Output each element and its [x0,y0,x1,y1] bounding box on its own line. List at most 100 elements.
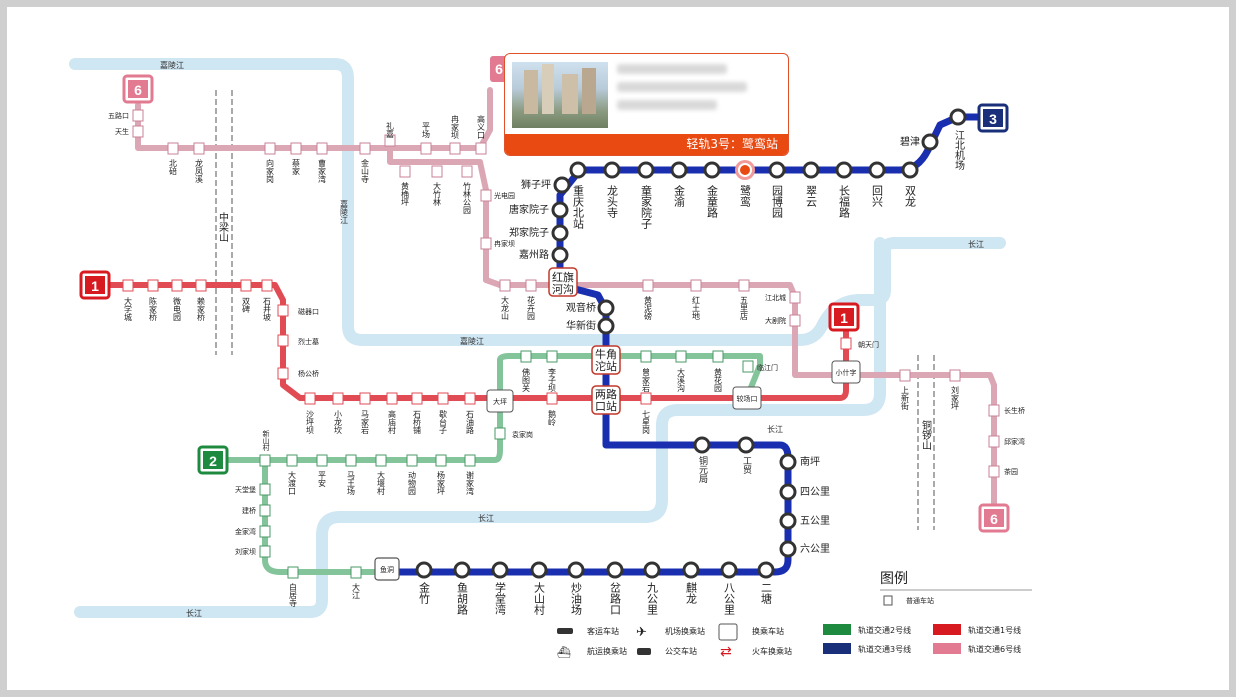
station-jinshansi[interactable]: 金山寺 [359,142,371,183]
station-shiqiaopu[interactable]: 石桥铺 [411,392,423,435]
station-dashancun[interactable] [530,561,548,579]
station-dazhulin[interactable]: 大竹林 [431,165,443,207]
station-chayuan[interactable]: 茶园 [988,465,1018,478]
station-popup[interactable]: 轻轨3号：鹭鸾站 [504,53,789,156]
station-shiyoulu[interactable]: 石油路 [464,392,476,434]
station-gongmao[interactable] [737,436,755,454]
station-daping[interactable] [486,389,514,413]
station-lieshimu[interactable]: 烈士墓 [277,334,319,347]
station-huixing[interactable] [868,161,886,179]
station-huangjueping[interactable]: 黄桷坪 [399,165,411,207]
station-tongyuanju[interactable] [693,436,711,454]
station-majiayan[interactable]: 马家岩 [359,392,371,435]
station-sigongli[interactable] [779,483,797,501]
station-xuetangwan[interactable] [491,561,509,579]
station-chenjiaqiao[interactable]: 陈家桥 [147,279,159,322]
station-yuanboyuan[interactable] [768,161,786,179]
station-gaoyikou[interactable]: 高义口 [475,114,487,155]
station-huahuiyuan[interactable]: 花卉园 [525,279,537,321]
station-dajiang[interactable]: 大江 [350,566,362,600]
station-ciqikou[interactable]: 磁器口 [277,304,319,317]
station-bagongli[interactable] [720,561,738,579]
station-zhulingongyuan[interactable]: 竹林公园 [461,165,473,215]
station-dayancun[interactable]: 大堰村 [375,454,387,495]
station-shiziping[interactable] [553,176,571,194]
station-liujiaping[interactable]: 刘家坪 [949,369,961,411]
station-jiazhoulu[interactable] [551,246,569,264]
station-daxuecheng[interactable]: 大学城 [122,279,134,322]
station-longfengxi[interactable]: 龙凤溪 [193,142,205,184]
station-nanping[interactable] [779,453,797,471]
station-xiaolongkan[interactable]: 小龙坎 [332,392,344,435]
station-dajuyuan[interactable]: 大剧院 [765,314,801,327]
station-fotuguan[interactable]: 佛图关 [520,350,532,393]
station-huaxinjie[interactable] [597,317,615,335]
station-caijia[interactable]: 蔡家 [290,142,302,175]
station-zengjiayan[interactable]: 曾家岩 [640,350,652,393]
station-jianqiao[interactable]: 建桥 [242,504,271,517]
station-daxigou[interactable]: 大溪沟 [675,350,687,393]
station-yangjiaping[interactable]: 杨家坪 [435,454,447,496]
station-shuangbei[interactable]: 双碑 [240,279,252,314]
station-yuhulu[interactable] [453,561,471,579]
station-huangnibang[interactable]: 黄泥磅 [642,279,654,321]
station-shuanglong[interactable] [901,161,919,179]
station-tangjiayuanzi[interactable] [551,201,569,219]
station-wugongli[interactable] [779,512,797,530]
station-liziba[interactable]: 李子坝 [546,350,558,393]
station-beibei[interactable]: 北碚 [167,142,179,176]
station-qiujiawan[interactable]: 邱家湾 [988,435,1025,448]
station-xiaoshizi[interactable] [831,360,861,384]
station-liugongli[interactable] [779,540,797,558]
station-ranjiaba-a[interactable]: 冉家坝 [449,114,461,155]
station-jiangbeicheng[interactable]: 江北城 [765,291,801,304]
station-xiejiawan[interactable]: 谢家湾 [464,454,476,496]
line2-stations[interactable]: 佛图关 李子坝 曾家岩 大溪沟 黄花园 临江门 大坪 袁家岗 谢家湾 杨家坪 动… [235,350,778,607]
station-shijingpo[interactable]: 石井坡 [261,279,273,322]
station-tiansheng[interactable]: 天生 [115,125,144,138]
station-hongqihegou[interactable] [548,267,578,297]
station-xietaizi[interactable]: 歇台子 [437,392,449,434]
station-yudong[interactable] [374,557,400,581]
station-longtousi[interactable] [603,161,621,179]
station-mawangchang[interactable]: 马王场 [345,454,357,496]
line1-stations[interactable]: 大学城 陈家桥 微电园 赖家桥 双碑 石井坡 磁器口 烈士墓 杨公桥 沙坪坝 小… [122,279,879,435]
station-ranjiaba-b[interactable]: 冉家坝 [480,237,515,250]
line6-stations[interactable]: 五路口 天生 北碚 龙凤溪 向家岗 蔡家 曹家湾 金山寺 礼嘉 黄桷坪 平场 大… [108,109,1025,478]
station-dongwuyuan[interactable]: 动物园 [406,454,418,496]
station-jinyu[interactable] [670,161,688,179]
station-wulidian[interactable]: 五里店 [738,279,750,321]
line3-stations[interactable]: 狮子坪 重庆北站 龙头寺 童家院子 金渝 金童路 鹭鸾 园博园 翠云 长福路 回… [374,108,967,616]
station-xinshancun[interactable]: 新山村 [259,429,271,467]
station-pingan[interactable]: 平安 [316,454,328,488]
station-jintonglu[interactable] [703,161,721,179]
station-caojiawan[interactable]: 曹家湾 [316,142,328,184]
station-hongtudi[interactable]: 红土地 [690,279,702,320]
station-huanghuayuan[interactable]: 黄花园 [712,350,724,393]
station-changfulu[interactable] [835,161,853,179]
station-yanggongqiao[interactable]: 杨公桥 [277,367,319,380]
station-lijia[interactable]: 礼嘉 [384,121,396,147]
station-chalukou[interactable] [606,561,624,579]
station-dalongshan[interactable]: 大龙山 [499,279,511,321]
station-guanyinqiao[interactable] [597,299,615,317]
station-linjiangmen[interactable]: 临江门 [742,360,778,373]
station-jinjiawan[interactable]: 金家湾 [235,525,271,538]
station-wulukou[interactable]: 五路口 [108,109,144,122]
station-chaoyouchang[interactable] [567,561,585,579]
station-cuiyun[interactable] [802,161,820,179]
station-ertang[interactable] [757,561,775,579]
station-jinzhu[interactable] [415,561,433,579]
station-jiaochangkou[interactable] [732,386,762,410]
station-liujiaba[interactable]: 刘家坝 [235,545,271,558]
station-laijiaqiao[interactable]: 赖家桥 [195,279,207,322]
station-qixinggang[interactable]: 七星岗 [640,392,652,434]
station-tongjiayuanzi[interactable] [637,161,655,179]
station-bijin[interactable] [921,133,939,151]
station-pingchang[interactable]: 平场 [420,122,432,155]
station-qilong[interactable] [682,561,700,579]
station-tiantangbao[interactable]: 天堂堡 [235,483,271,496]
station-zhengjiayuanzi[interactable] [551,224,569,242]
station-eling[interactable]: 鹅岭 [546,392,558,427]
